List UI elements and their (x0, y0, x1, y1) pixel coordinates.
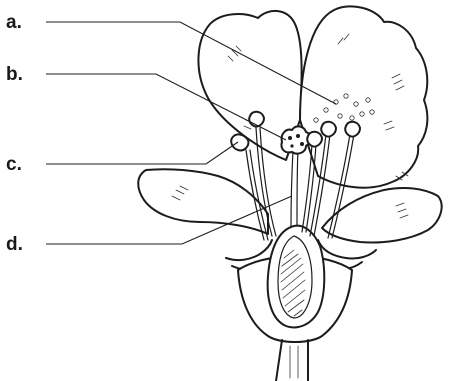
style (291, 150, 298, 226)
petal-right-upper (300, 6, 427, 187)
petal-right-lower (322, 188, 442, 243)
label-d: d. (6, 234, 23, 255)
ovary (268, 226, 325, 328)
label-b: b. (6, 64, 23, 85)
stem (276, 340, 308, 381)
label-c: c. (6, 154, 22, 175)
label-a: a. (6, 12, 22, 33)
petal-left-lower (138, 169, 268, 234)
leader-line-c (46, 142, 238, 164)
labels: a. b. c. d. (6, 12, 23, 255)
